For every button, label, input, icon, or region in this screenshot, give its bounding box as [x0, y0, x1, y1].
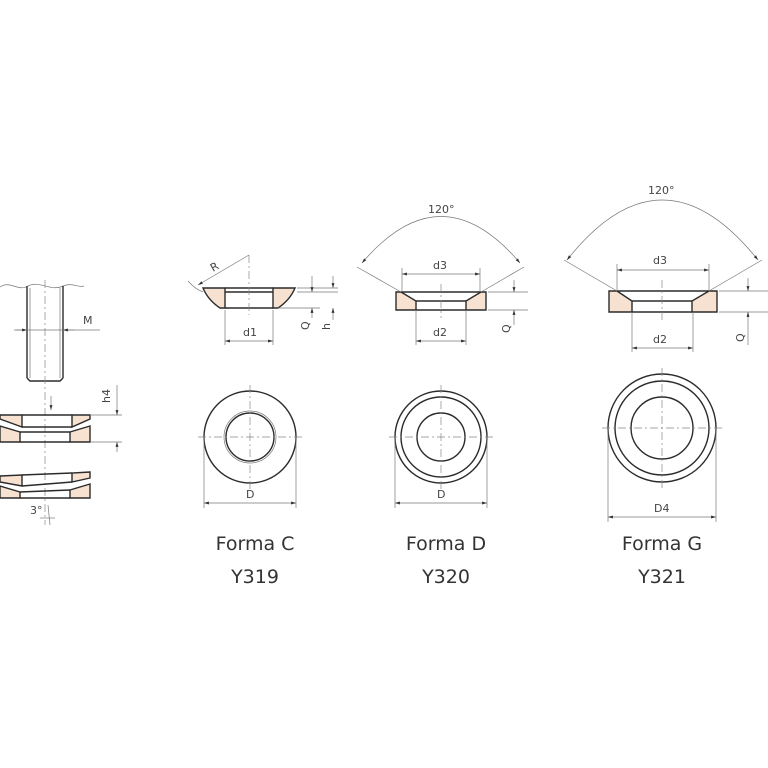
forma-g-drawing: 120° d3 d2 Q D4: [563, 184, 768, 522]
dim-d3-label: d3: [653, 254, 667, 267]
dim-d-label: D: [246, 488, 254, 501]
caption-forma-g: Forma G: [621, 533, 703, 555]
caption-code-d: Y320: [422, 566, 470, 588]
dim-q-label: Q: [500, 324, 513, 333]
dim-d2-label: d2: [653, 333, 667, 346]
dim-d3-label: d3: [433, 259, 447, 272]
dim-d1-label: d1: [243, 326, 257, 339]
bolt-assembly: M h4 3°: [0, 280, 122, 526]
dim-q-label: Q: [299, 321, 312, 330]
caption-forma-c: Forma C: [215, 533, 295, 555]
dim-d-label: D: [437, 488, 445, 501]
dim-d4-label: D4: [654, 502, 669, 515]
dim-angle-label: 120°: [428, 203, 455, 216]
forma-c-drawing: R d1 Q h D: [187, 254, 338, 508]
dim-h-label: h: [320, 323, 333, 330]
caption-code-c: Y319: [231, 566, 279, 588]
dim-m-label: M: [83, 314, 93, 327]
caption-code-g: Y321: [638, 566, 686, 588]
dim-angle-label: 120°: [648, 184, 675, 197]
dim-d2-label: d2: [433, 326, 447, 339]
dim-h4-label: h4: [100, 389, 113, 403]
dim-q-label: Q: [734, 333, 747, 342]
forma-d-drawing: 120° d3 d2 Q D: [356, 203, 528, 508]
caption-forma-d: Forma D: [405, 533, 487, 555]
dim-tilt-label: 3°: [30, 504, 43, 517]
